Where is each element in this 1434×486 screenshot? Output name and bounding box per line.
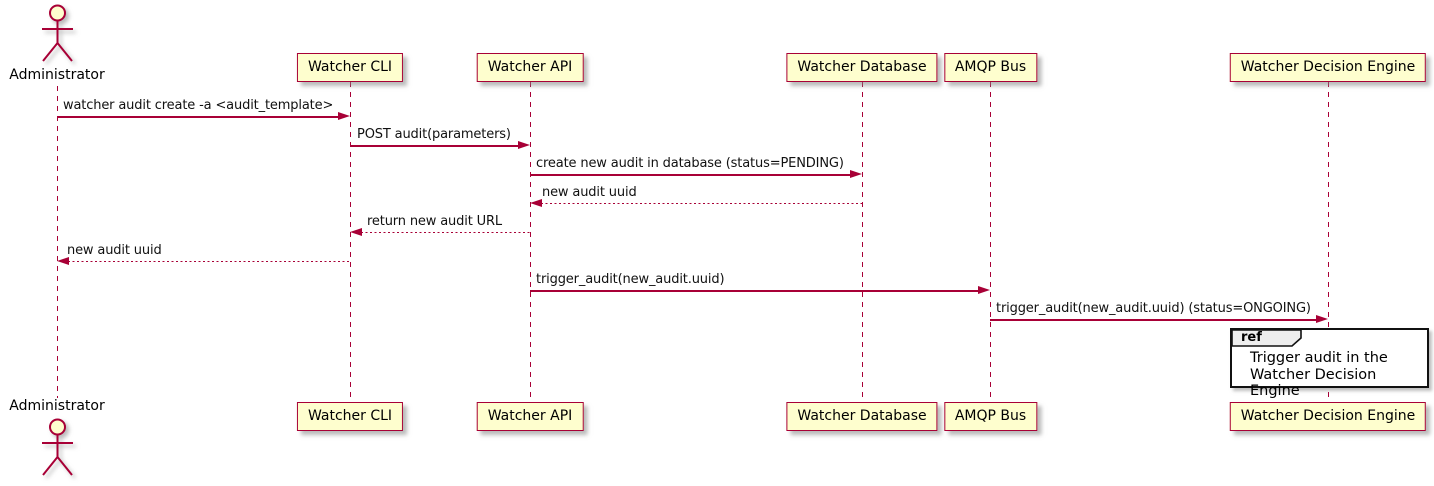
- arrowhead-right-icon: [338, 112, 350, 120]
- actor-icon: [42, 418, 73, 476]
- message-5-label: return new audit URL: [367, 214, 502, 229]
- lifeline-watcher-cli: [349, 82, 351, 402]
- arrowhead-left-icon: [350, 228, 362, 236]
- lifeline-watcher-api: [529, 82, 531, 402]
- message-2-line: [350, 145, 520, 147]
- actor-label-top: Administrator: [9, 67, 105, 83]
- message-7-line: [530, 290, 980, 292]
- participant-amqp-bus-bottom: AMQP Bus: [943, 402, 1038, 431]
- lifeline-watcher-database: [861, 82, 863, 402]
- lifeline-watcher-decision-engine: [1327, 82, 1329, 402]
- ref-text-line-2: Watcher Decision Engine: [1250, 366, 1377, 400]
- message-4-line: [541, 203, 862, 205]
- lifeline-amqp-bus: [990, 82, 992, 402]
- message-1-label: watcher audit create -a <audit_template>: [63, 98, 334, 113]
- participant-watcher-api-top: Watcher API: [476, 53, 584, 82]
- ref-fragment: ref Trigger audit in the Watcher Decisio…: [1230, 328, 1429, 399]
- arrowhead-right-icon: [978, 286, 990, 294]
- message-7-label: trigger_audit(new_audit.uuid): [536, 272, 725, 287]
- message-1-line: [57, 116, 339, 118]
- participant-watcher-decision-engine-bottom: Watcher Decision Engine: [1229, 402, 1427, 431]
- ref-text: Trigger audit in the Watcher Decision En…: [1250, 350, 1427, 400]
- ref-tag-shape: [1231, 329, 1302, 347]
- actor-label-bottom: Administrator: [9, 398, 105, 414]
- arrowhead-left-icon: [57, 257, 69, 265]
- message-6-line: [68, 261, 350, 263]
- participant-watcher-database-top: Watcher Database: [786, 53, 938, 82]
- message-8-label: trigger_audit(new_audit.uuid) (status=ON…: [996, 301, 1311, 316]
- message-6-label: new audit uuid: [67, 243, 162, 258]
- participant-watcher-cli-top: Watcher CLI: [296, 53, 404, 82]
- message-8-line: [990, 319, 1318, 321]
- participant-watcher-decision-engine-top: Watcher Decision Engine: [1229, 53, 1427, 82]
- actor-icon: [42, 4, 73, 62]
- participant-watcher-api-bottom: Watcher API: [476, 402, 584, 431]
- arrowhead-right-icon: [1316, 315, 1328, 323]
- message-3-line: [530, 174, 852, 176]
- message-2-label: POST audit(parameters): [357, 127, 511, 142]
- participant-watcher-cli-bottom: Watcher CLI: [296, 402, 404, 431]
- lifeline-administrator: [56, 86, 58, 398]
- ref-text-line-1: Trigger audit in the: [1250, 350, 1388, 366]
- arrowhead-right-icon: [518, 141, 530, 149]
- arrowhead-left-icon: [530, 199, 542, 207]
- arrowhead-right-icon: [850, 170, 862, 178]
- message-5-line: [361, 232, 530, 234]
- participant-watcher-database-bottom: Watcher Database: [786, 402, 938, 431]
- message-3-label: create new audit in database (status=PEN…: [536, 156, 844, 171]
- message-4-label: new audit uuid: [542, 185, 637, 200]
- participant-amqp-bus-top: AMQP Bus: [943, 53, 1038, 82]
- ref-keyword: ref: [1241, 330, 1262, 345]
